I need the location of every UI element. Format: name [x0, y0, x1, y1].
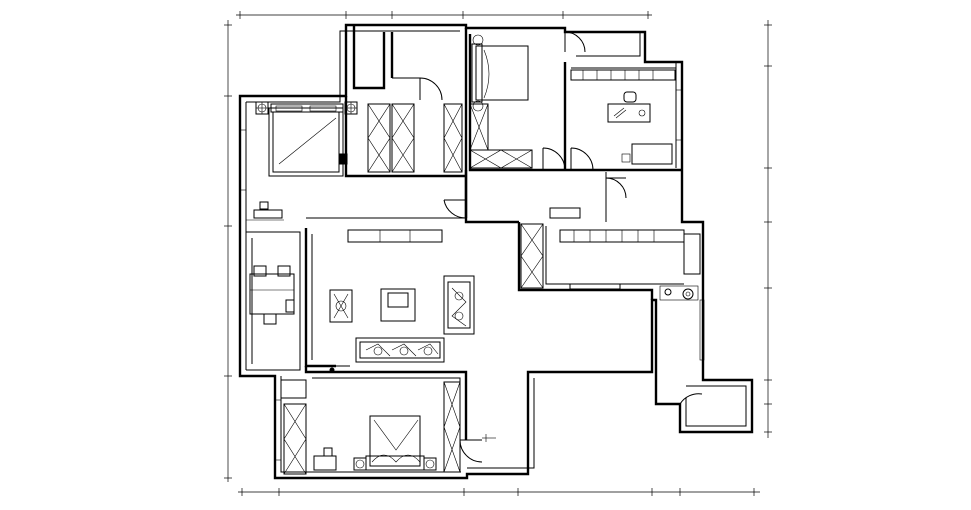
master-bedroom — [239, 101, 358, 221]
nightstand-lamp-icon — [255, 101, 269, 115]
stove-icon — [659, 285, 699, 301]
living-room — [329, 229, 475, 373]
nightstand-lamp-icon — [423, 457, 437, 471]
bedroom-two — [471, 31, 641, 112]
lower-bedroom — [274, 399, 437, 471]
dining-balcony — [249, 265, 295, 325]
kitchen — [549, 207, 701, 301]
nightstand-lamp-icon — [353, 457, 367, 471]
door-swings — [336, 31, 703, 463]
interior-walls — [246, 25, 684, 466]
wardrobes — [283, 103, 544, 475]
small-annotations — [482, 299, 705, 442]
exterior-walls — [238, 23, 754, 480]
nightstand-lamp-icon — [344, 101, 358, 115]
dimension-lines — [224, 11, 772, 496]
study-room — [570, 69, 683, 165]
